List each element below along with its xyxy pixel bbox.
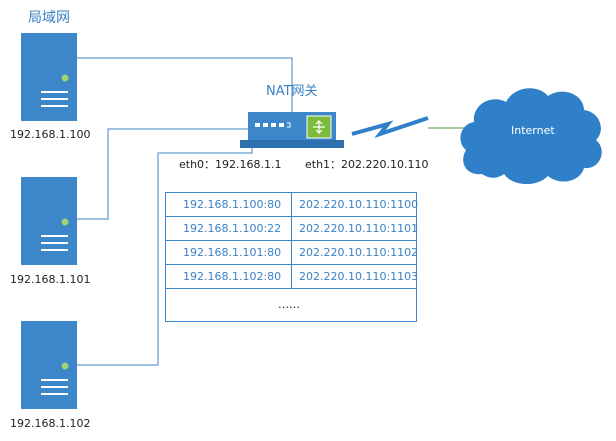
link-server-100 (77, 57, 293, 112)
server-ip-label: 192.168.1.100 (10, 128, 91, 141)
lan-title: 局域网 (28, 10, 70, 26)
nat-gateway-title: NAT网关 (266, 84, 318, 99)
nat-internal-cell: 192.168.1.100:80 (183, 198, 282, 211)
nat-table (165, 192, 417, 322)
internet-cloud-icon (460, 88, 602, 185)
server-102 (21, 321, 77, 409)
nat-external-cell: 202.220.10.110:1101 (299, 222, 419, 235)
link-server-101 (77, 128, 248, 220)
wan-zigzag-link (351, 116, 429, 139)
eth0-label: eth0：192.168.1.1 (179, 158, 282, 171)
nat-external-cell: 202.220.10.110:1102 (299, 246, 419, 259)
nat-router-icon (240, 112, 344, 148)
nat-table-ellipsis: …… (278, 298, 300, 311)
server-ip-label: 192.168.1.102 (10, 417, 91, 430)
internet-label: Internet (511, 124, 555, 137)
link-server-102 (77, 140, 253, 366)
nat-internal-cell: 192.168.1.100:22 (183, 222, 282, 235)
eth1-label: eth1：202.220.10.110 (305, 158, 429, 171)
server-100 (21, 33, 77, 121)
server-ip-label: 192.168.1.101 (10, 273, 91, 286)
server-101 (21, 177, 77, 265)
nat-internal-cell: 192.168.1.102:80 (183, 270, 282, 283)
nat-external-cell: 202.220.10.110:1103 (299, 270, 419, 283)
nat-internal-cell: 192.168.1.101:80 (183, 246, 282, 259)
nat-external-cell: 202.220.10.110:1100 (299, 198, 419, 211)
